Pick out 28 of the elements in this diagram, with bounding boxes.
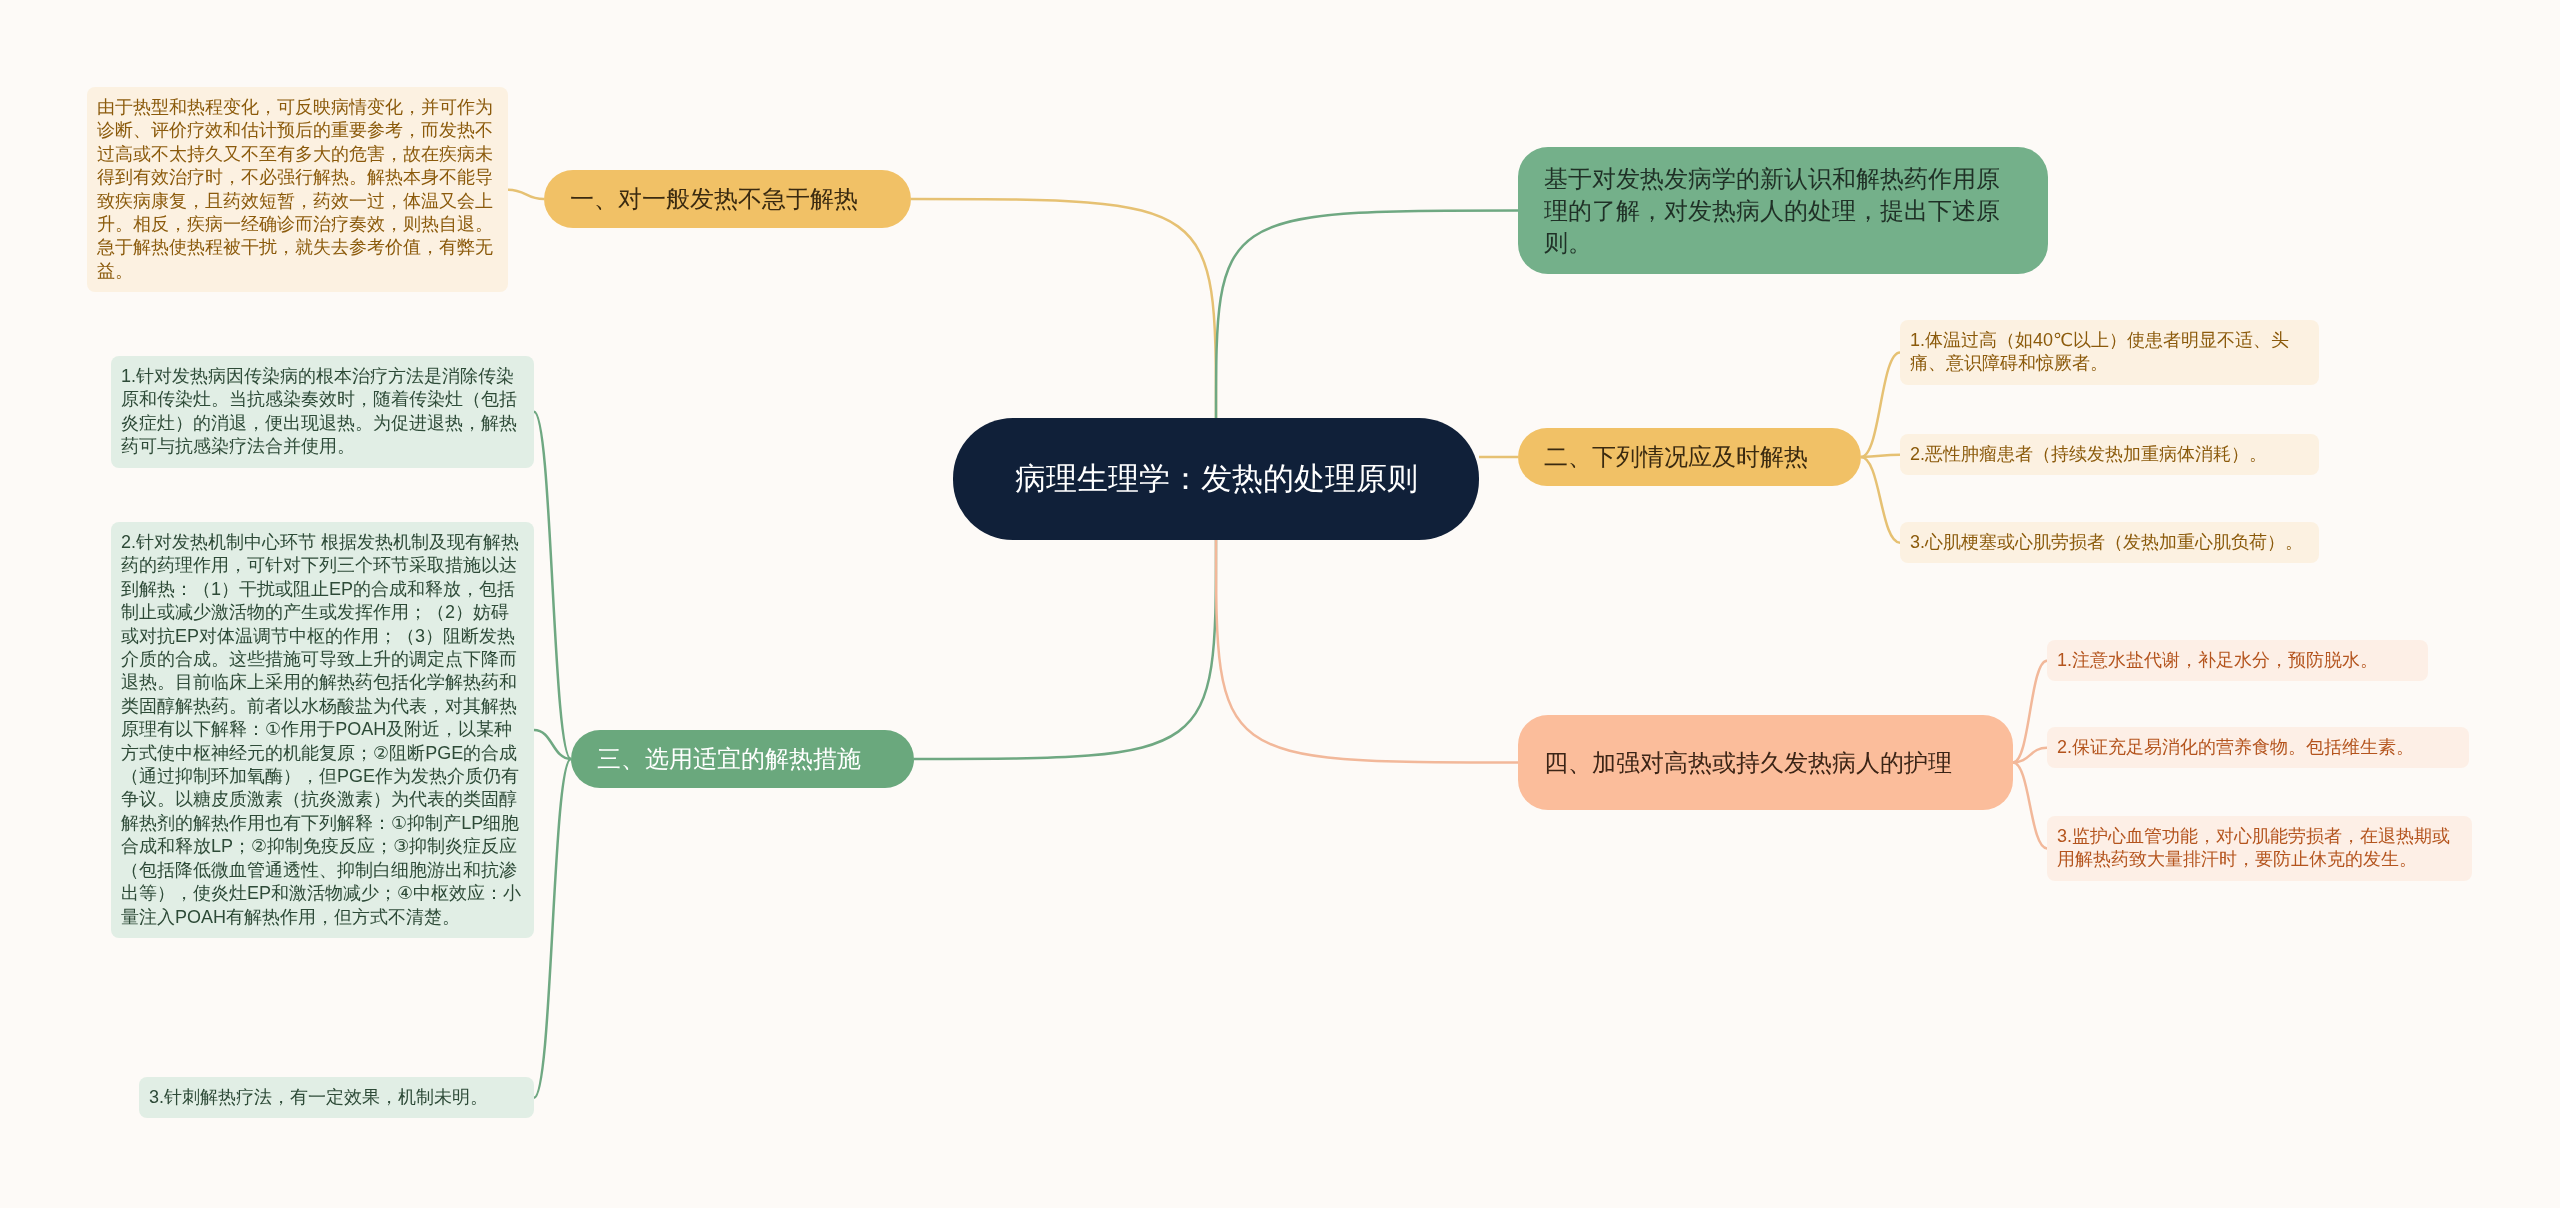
note-box: 3.针刺解热疗法，有一定效果，机制未明。 [139,1077,534,1119]
connector-line [2012,659,2048,764]
note-box: 1.注意水盐代谢，补足水分，预防脱水。 [2047,640,2428,682]
connector-line [1860,351,1901,459]
branch-box: 二、下列情况应及时解热 [1518,428,1861,486]
branch-box: 一、对一般发热不急于解热 [544,170,911,228]
connector-line [1214,540,1518,764]
connector-line [533,728,572,761]
note-box: 由于热型和热程变化，可反映病情变化，并可作为诊断、评价疗效和估计预后的重要参考，而发热不过高或不太持久又不至有多大的危害，故在疾病未得到有效治疗时，不必强行解热。解热本身不能导致疾病康复，且药效短暂，药效一过，体温又会上升。相反，疾病一经确诊而治疗奏效，则热自退。急于解热使热程被干扰，就失去参考价值，有弊无益。 [87,87,508,293]
note-box: 2.保证充足易消化的营养食物。包括维生素。 [2047,727,2469,769]
note-box: 2.恶性肿瘤患者（持续发热加重病体消耗）。 [1900,434,2319,476]
branch-box: 基于对发热发病学的新认识和解热药作用原理的了解，对发热病人的处理，提出下述原则。 [1518,147,2048,274]
note-box: 1.体温过高（如40℃以上）使患者明显不适、头痛、意识障碍和惊厥者。 [1900,320,2319,385]
connector-line [532,411,573,760]
topic-box: 病理生理学：发热的处理原则 [953,418,1479,540]
connector-line [1861,453,1900,459]
connector-line [1860,455,1901,544]
connector-line [1214,209,1518,418]
branch-box: 三、选用适宜的解热措施 [571,730,914,788]
connector-line [2012,761,2048,850]
branch-box: 四、加强对高热或持久发热病人的护理 [1518,715,2013,810]
note-box: 2.针对发热机制中心环节 根据发热机制及现有解热药的药理作用，可针对下列三个环节采取措施以达到解热：（1）干扰或阻止EP的合成和释放，包括制止或减少激活物的产生或发挥作用；（2）妨碍或对抗EP对体温调节中枢的作用；（3）阻断发热介质的合成。这些措施可导致上升的调定点下降而退热。目前临床上采用的解热药包括化学解热药和类固醇解热药。前者以水杨酸盐为代表，对其解热原理有以下解释：①作用于POAH及附近，以某种方式使中枢神经元的机能复原；②阻断PGE的合成（通过抑制环加氧酶），但PGE作为发热介质仍有争议。以糖皮质激素（抗炎激素）为代表的类固醇解热剂的解热作用也有下列解释：①抑制产LP细胞合成和释放LP；②抑制免疫反应；③抑制炎症反应（包括降低微血管通透性、抑制白细胞游出和抗渗出等），使炎灶EP和激活物减少；④中枢效应：小量注入POAH有解热作用，但方式不清楚。 [111,522,534,938]
connector-line [1479,455,1518,459]
note-box: 3.心肌梗塞或心肌劳损者（发热加重心肌负荷）。 [1900,522,2319,564]
connector-line [507,188,545,201]
connector-line [532,758,573,1099]
note-box: 3.监护心血管功能，对心肌能劳损者，在退热期或用解热药致大量排汗时，要防止休克的发生。 [2047,816,2472,881]
note-box: 1.针对发热病因传染病的根本治疗方法是消除传染原和传染灶。当抗感染奏效时，随着传染灶（包括炎症灶）的消退，便出现退热。为促进退热，解热药可与抗感染疗法合并使用。 [111,356,534,468]
